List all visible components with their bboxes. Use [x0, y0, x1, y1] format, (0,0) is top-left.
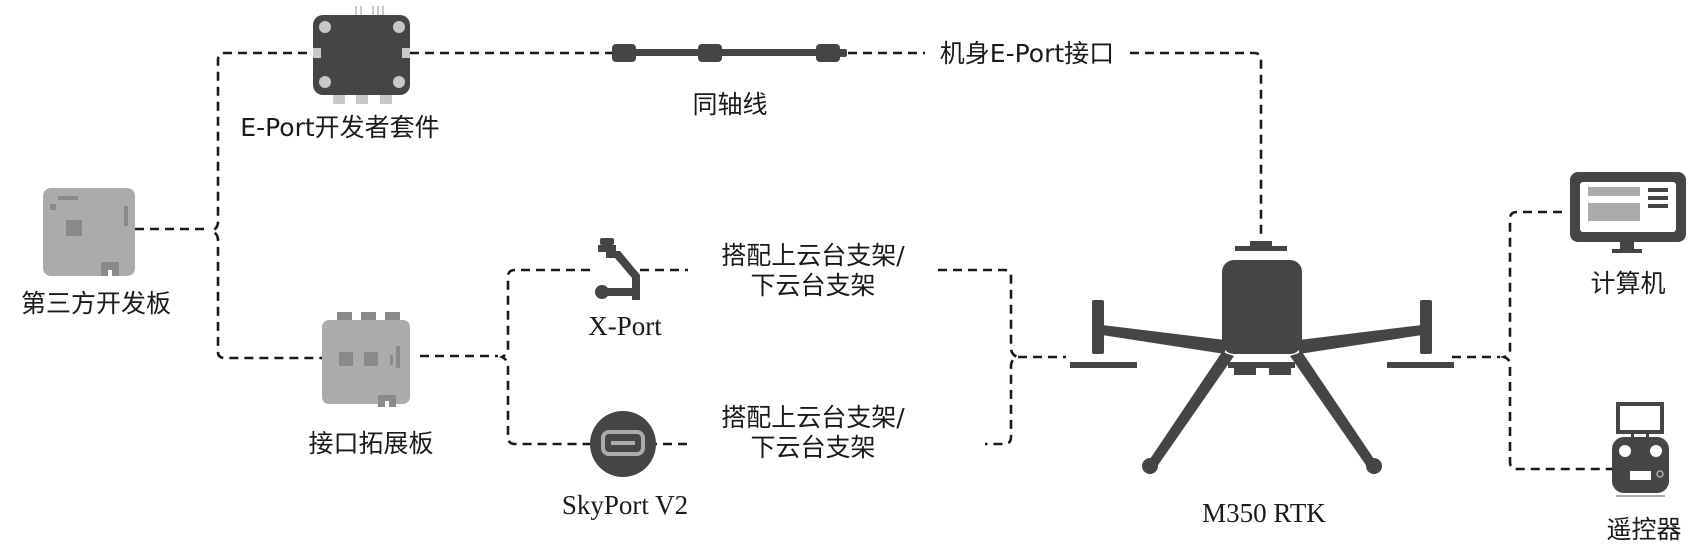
label-coax-cable: 同轴线 [692, 90, 767, 119]
label-skyport: SkyPort V2 [562, 490, 688, 520]
coaxial-cable-icon [612, 44, 847, 62]
label-remote: 遥控器 [1606, 515, 1681, 544]
label-drone: M350 RTK [1202, 498, 1326, 528]
line-bracket-right [938, 268, 1020, 446]
dev-board-icon [43, 188, 135, 276]
label-eport-kit: E-Port开发者套件 [240, 113, 439, 142]
computer-monitor-icon [1570, 172, 1686, 253]
remote-controller-icon [1612, 402, 1669, 497]
drone-icon [1070, 241, 1454, 474]
label-xport: X-Port [588, 311, 662, 341]
label-eport-interface: 机身E-Port接口 [940, 39, 1114, 68]
label-expansion-board: 接口拓展板 [308, 429, 433, 458]
label-skyport-mount-line1: 搭配上云台支架/ [721, 403, 905, 432]
line-bracket-far-right [1499, 210, 1612, 471]
label-skyport-mount-line2: 下云台支架 [750, 433, 875, 462]
line-bracket-left [209, 51, 322, 360]
line-bracket-middle [499, 268, 590, 446]
eport-kit-icon [313, 6, 410, 104]
label-xport-mount-line1: 搭配上云台支架/ [721, 241, 905, 270]
xport-gimbal-icon [595, 238, 640, 300]
label-computer: 计算机 [1590, 269, 1665, 298]
expansion-board-icon [322, 312, 410, 407]
line-label-to-drone [1130, 51, 1263, 238]
label-third-party-board: 第三方开发板 [21, 289, 171, 318]
label-xport-mount-line2: 下云台支架 [750, 271, 875, 300]
skyport-connector-icon [590, 411, 656, 477]
